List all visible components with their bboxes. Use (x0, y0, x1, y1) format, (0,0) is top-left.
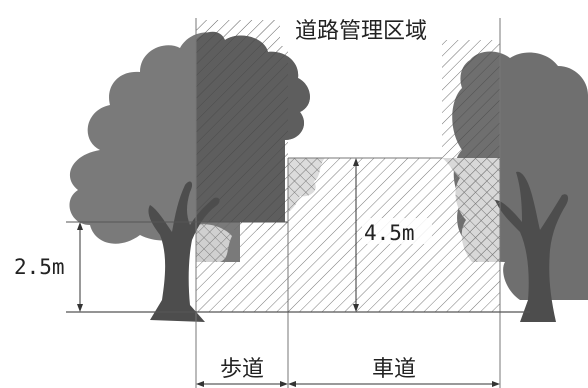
left-tree (69, 20, 310, 322)
height-low-arrow-top (77, 222, 83, 230)
sidewalk-label: 歩道 (220, 357, 264, 382)
roadway-label: 車道 (372, 357, 416, 382)
sidewalk-zone (196, 222, 288, 312)
left-tree-trunk (148, 181, 220, 322)
height-low-arrow-bottom (77, 304, 83, 312)
left-canopy-hatch (196, 20, 288, 230)
height-high-arrow-top (353, 158, 359, 166)
right-tree-trunk (495, 171, 569, 322)
diagram-title: 道路管理区域 (295, 19, 427, 44)
height-high-arrow-bottom (353, 304, 359, 312)
height-high-label: 4.5m (364, 221, 415, 245)
height-low-label: 2.5m (14, 255, 65, 279)
